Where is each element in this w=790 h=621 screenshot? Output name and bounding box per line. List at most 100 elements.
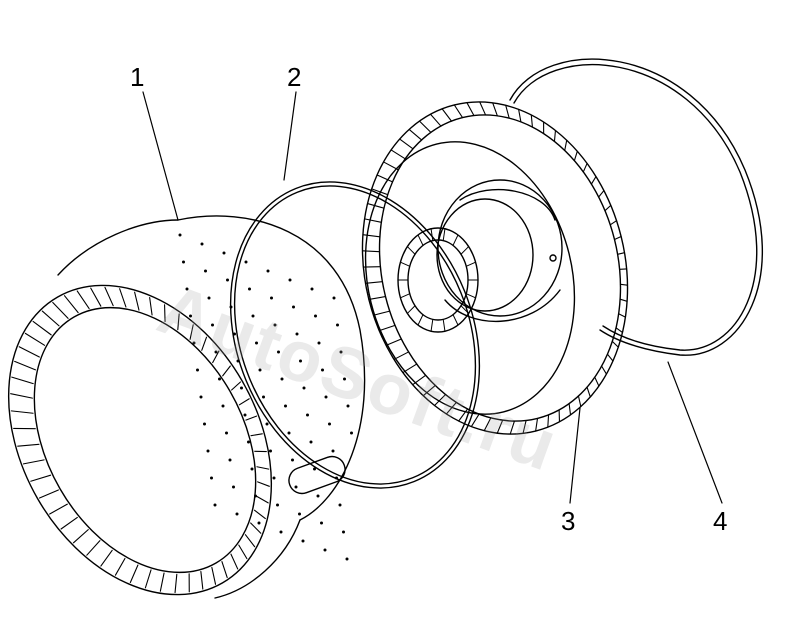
hub-tooth [611,340,619,348]
hub-tooth [479,101,487,116]
hub-tooth [530,114,533,128]
perforation-hole [185,287,189,291]
drum-tooth [253,509,266,520]
perforation-hole [301,539,305,543]
perforation-hole [192,341,196,345]
hub-tooth [568,403,572,416]
bore-spline-tooth [442,318,446,332]
perforation-hole [310,287,314,291]
drum-tooth [257,481,270,487]
perforation-hole [262,395,265,399]
perforation-hole [299,359,302,363]
hub-tooth [453,104,464,119]
drum-tooth [63,295,79,314]
perforation-hole [324,395,328,399]
hub-tooth [586,386,591,398]
hub-tooth [376,174,394,183]
perforation-hole [203,422,206,426]
perforation-hole [276,503,279,507]
drum-tooth [72,529,89,544]
drum-tooth [49,503,68,515]
perforation-hole [336,323,339,327]
drum-tooth [41,310,60,327]
perforation-hole [284,404,287,408]
drum-tooth [256,495,269,504]
hub-tooth [393,351,410,360]
hub-tooth [364,281,383,284]
perforation-hole [279,530,283,534]
perforation-hole [240,386,243,390]
drum-tooth [104,286,114,307]
bore-spline-tooth [465,293,477,299]
hub-tooth [470,413,480,428]
hub-tooth [433,393,447,407]
snap-ring-part-2 [229,181,481,489]
hub-tooth [606,353,614,362]
hub-tooth [547,414,550,428]
bore-spline-tooth [460,305,470,314]
perforation-hole [247,440,250,444]
drum-tooth [159,572,165,592]
drum-perforations [178,233,353,561]
leader-line-1 [142,91,179,221]
hub-tooth [371,188,389,196]
hub-tooth [619,283,629,286]
drum-tooth [18,346,40,358]
hub-tooth [618,313,626,318]
drum-tooth [244,534,256,548]
drum-tooth [238,398,250,406]
drum-tooth [17,443,40,447]
perforation-hole [232,485,235,489]
hub-tooth [505,104,510,119]
hub-tooth [368,295,387,300]
perforation-hole [257,521,261,525]
hub-tooth [422,384,436,397]
clutch-drum-part-1 [7,215,366,599]
bore-spline-tooth [465,261,477,267]
drum-tooth [144,569,152,589]
hub-outer-teeth [361,101,629,435]
perforation-hole [207,296,211,300]
hub-tooth [399,138,414,150]
drum-tooth [222,365,231,377]
drum-tooth [177,313,180,331]
drum-tooth [90,287,102,307]
perforation-hole [269,449,272,453]
hub-tooth [613,236,622,241]
hub-tooth [553,129,557,143]
hub-tooth [535,417,539,432]
perforation-hole [248,287,251,291]
bore-spline-tooth [417,234,424,246]
perforation-hole [228,458,232,462]
perforation-hole [332,296,336,300]
drum-tooth [149,296,153,316]
perforation-hole [182,260,185,264]
hub-tooth [601,365,607,375]
drum-tooth [212,350,220,364]
hub-tooth [385,338,402,346]
hub-tooth [619,298,628,302]
drum-tooth [211,566,217,585]
perforation-hole [295,332,299,336]
perforation-hole [235,512,239,516]
perforation-hole [266,269,270,273]
perforation-hole [306,413,309,417]
perforation-hole [288,278,292,282]
drum-tooth [32,320,52,336]
perforation-hole [254,494,257,498]
hub-tooth [609,220,618,226]
hub-tooth [582,162,588,173]
hub-tooth [390,149,406,160]
drum-tooth [250,522,262,534]
perforation-hole [199,395,203,399]
perforation-hole [328,422,331,426]
leader-line-2 [283,91,297,181]
hub-tooth [364,218,382,223]
hub-tooth [445,401,457,415]
perforation-hole [331,449,335,453]
bore-spline-tooth [430,318,434,332]
clutch-hub-part-3 [361,101,629,435]
perforation-hole [302,386,306,390]
hub-tooth [590,176,597,185]
hub-inner-spline [397,228,479,332]
